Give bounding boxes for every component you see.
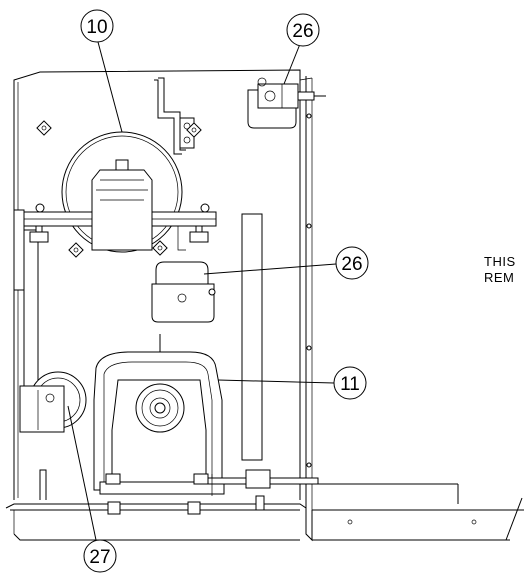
callout-26-mid: 26 <box>203 246 369 280</box>
top-switch-bracket <box>247 77 326 129</box>
gear-motor <box>93 334 319 496</box>
vertical-support-bar <box>241 213 263 461</box>
svg-text:26: 26 <box>292 21 313 42</box>
callout-27: 27 <box>67 405 117 573</box>
svg-text:27: 27 <box>89 547 110 568</box>
callout-10: 10 <box>80 9 123 133</box>
svg-text:26: 26 <box>341 254 362 275</box>
svg-text:10: 10 <box>86 17 107 38</box>
svg-text:THIS: THIS <box>484 254 516 269</box>
upper-bracket <box>154 77 195 155</box>
base-channel <box>5 469 524 542</box>
note-text: THIS REM <box>484 254 516 285</box>
middle-switch <box>151 261 216 323</box>
fan-motor-assembly <box>23 131 217 253</box>
callout-26-top: 26 <box>283 13 320 85</box>
svg-text:11: 11 <box>340 374 360 395</box>
svg-text:REM: REM <box>484 270 514 285</box>
cabinet-panel <box>13 69 313 512</box>
panel-fasteners <box>36 120 202 258</box>
left-wheel <box>19 371 87 433</box>
callout-11: 11 <box>217 366 367 400</box>
